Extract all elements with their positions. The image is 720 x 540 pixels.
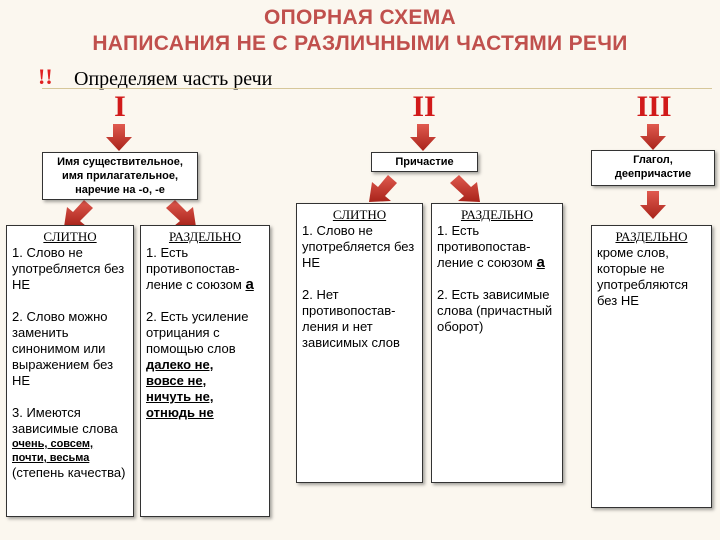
degree-words: очень, совсем, почти, весьма xyxy=(12,438,94,464)
arrow-down-3b xyxy=(640,191,666,219)
rule-text: 1. Есть противопостав-ление с союзом а xyxy=(146,245,264,293)
box-1-separate: РАЗДЕЛЬНО 1. Есть противопостав-ление с … xyxy=(140,225,270,517)
rule-text: кроме слов, которые не употребляются без… xyxy=(597,245,689,308)
subtitle: Определяем часть речи xyxy=(74,68,273,90)
box-2-together: СЛИТНО 1. Слово не употребляется без НЕ … xyxy=(296,203,423,483)
box-3-separate: РАЗДЕЛЬНО кроме слов, которые не употреб… xyxy=(591,225,712,508)
conjunction-a: а xyxy=(536,254,545,271)
roman-numeral-2: II xyxy=(412,90,436,123)
negation-word: отнюдь не xyxy=(146,405,214,420)
roman-numeral-1: I xyxy=(114,90,126,123)
rule-text: 2. Есть усиление отрицания с помощью сло… xyxy=(146,309,249,356)
arrow-down-2 xyxy=(410,124,436,151)
rule-text: 2. Слово можно заменить синонимом или вы… xyxy=(12,309,114,388)
rule-text: 2. Нет противопостав-ления и нет зависим… xyxy=(302,287,400,350)
rule-text-body: 1. Есть противопостав-ление с союзом xyxy=(146,245,242,292)
arrow-diag-1-left xyxy=(64,200,93,227)
roman-numeral-3: III xyxy=(636,90,672,123)
page-title: ОПОРНАЯ СХЕМА xyxy=(264,6,456,29)
negation-word: вовсе не, xyxy=(146,373,207,388)
arrow-down-1 xyxy=(106,124,132,151)
rule-text: 1. Слово не употребляется без НЕ xyxy=(302,223,415,270)
exclamation-marker: !! xyxy=(38,64,53,89)
rule-text: (степень качества) xyxy=(12,465,126,480)
arrow-diag-1-right xyxy=(166,200,196,227)
negation-word: далеко не, xyxy=(146,357,214,372)
header-verb-gerund: Глагол, деепричастие xyxy=(591,150,715,186)
negation-word: ничуть не, xyxy=(146,389,214,404)
rule-text: 3. Имеются зависимые слова xyxy=(12,405,118,436)
box-1-together: СЛИТНО 1. Слово не употребляется без НЕ … xyxy=(6,225,134,517)
header-noun-adj-adverb: Имя существительное, имя прилагательное,… xyxy=(42,152,198,200)
box-heading: СЛИТНО xyxy=(332,207,387,222)
box-heading: РАЗДЕЛЬНО xyxy=(615,229,688,244)
arrow-down-3 xyxy=(640,124,666,150)
arrow-diag-2-left xyxy=(369,175,397,202)
rule-text: 1. Слово не употребляется без НЕ xyxy=(12,245,125,292)
rule-text: 2. Есть зависимые слова (причастный обор… xyxy=(437,287,553,334)
box-2-separate: РАЗДЕЛЬНО 1. Есть противопостав-ление с … xyxy=(431,203,563,483)
page-title-line2: НАПИСАНИЯ НЕ С РАЗЛИЧНЫМИ ЧАСТЯМИ РЕЧИ xyxy=(92,32,628,55)
rule-text-body: 1. Есть противопостав-ление с союзом xyxy=(437,223,533,270)
box-heading: РАЗДЕЛЬНО xyxy=(168,229,242,244)
divider xyxy=(42,88,712,89)
rule-text: 1. Есть противопостав-ление с союзом а xyxy=(437,223,557,271)
conjunction-a: а xyxy=(245,276,254,293)
box-heading: РАЗДЕЛЬНО xyxy=(460,207,534,222)
box-heading: СЛИТНО xyxy=(43,229,97,244)
arrow-diag-2-right xyxy=(450,175,480,202)
header-participle: Причастие xyxy=(371,152,478,172)
